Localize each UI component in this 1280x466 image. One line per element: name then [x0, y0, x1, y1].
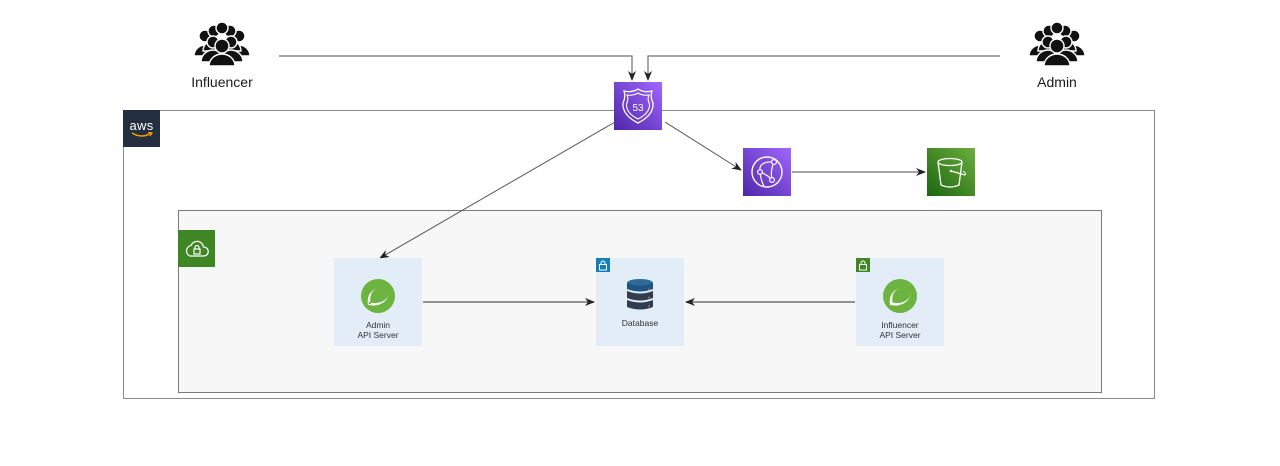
users-group-icon: [1028, 22, 1086, 66]
cloudfront-service: [743, 148, 791, 196]
spring-leaf-icon: [361, 279, 395, 313]
vpc-cloud-lock-icon: [178, 230, 215, 267]
users-group-icon: [193, 22, 251, 66]
node-label: Database: [621, 318, 659, 328]
cloudfront-globe-icon: [751, 156, 783, 188]
lock-icon: [856, 258, 870, 272]
influencer-api-server-node: Influencer API Server: [856, 258, 944, 346]
actor-label: Influencer: [191, 74, 253, 90]
spring-leaf-icon: [883, 279, 917, 313]
database-icon: [627, 279, 653, 310]
actor-influencer: Influencer: [177, 22, 267, 90]
actor-label: Admin: [1037, 74, 1077, 90]
s3-service: [927, 148, 975, 196]
aws-logo-icon: aws: [123, 110, 160, 147]
s3-bucket-icon: [937, 157, 967, 188]
edge-influencer-route53: [279, 55, 636, 81]
lock-icon: [596, 258, 610, 272]
admin-api-server-node: Admin API Server: [334, 258, 422, 346]
route53-shield-icon: 53: [622, 88, 654, 124]
aws-logo-text: aws: [129, 117, 154, 133]
database-node: Database: [596, 258, 684, 346]
edge-admin-route53: [644, 55, 1000, 81]
route53-label: 53: [632, 103, 644, 114]
node-label: Admin API Server: [357, 320, 399, 340]
actor-admin: Admin: [1012, 22, 1102, 90]
node-label: Influencer API Server: [879, 320, 921, 340]
route53-service: 53: [614, 82, 662, 130]
